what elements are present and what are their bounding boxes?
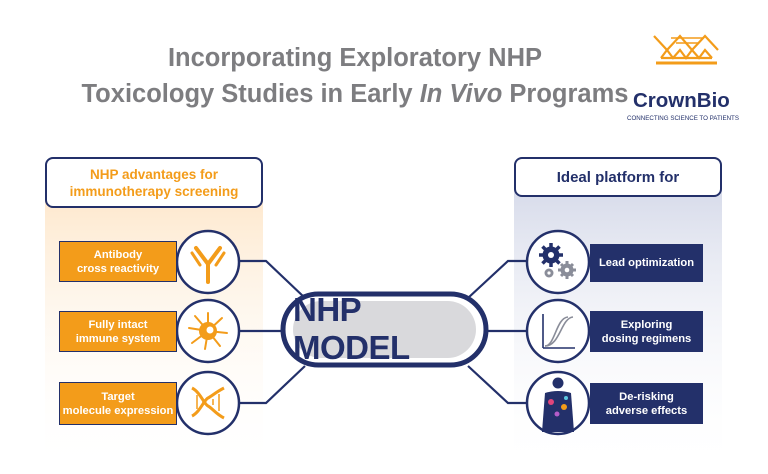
right-item-dosing-regimens: Exploring dosing regimens	[590, 311, 703, 352]
logo-tagline: CONNECTING SCIENCE TO PATIENTS	[627, 115, 739, 122]
right-item-adverse-line1: De-risking	[619, 390, 674, 403]
right-heading-text: Ideal platform for	[556, 168, 680, 186]
left-item-target-expression: Target molecule expression	[59, 382, 177, 425]
left-heading-line2: immunotherapy screening	[69, 183, 239, 199]
right-item-adverse-line2: adverse effects	[605, 404, 688, 417]
human-body-icon	[542, 377, 574, 432]
dose-curve-icon-circle	[525, 298, 591, 364]
right-item-adverse-effects: De-risking adverse effects	[590, 383, 703, 424]
connector-left-1	[240, 259, 306, 299]
left-item-immune-system: Fully intact immune system	[59, 311, 177, 352]
crown-icon	[653, 34, 719, 65]
center-node-label: NHP MODEL	[293, 291, 410, 366]
left-item-immune-line2: immune system	[75, 332, 161, 345]
title-line2-prefix: Toxicology Studies in Early	[81, 80, 420, 108]
left-item-target-line1: Target	[101, 390, 135, 403]
left-heading-line1: NHP advantages for	[89, 166, 219, 182]
left-item-immune-line1: Fully intact	[88, 318, 148, 331]
antibody-icon	[190, 246, 226, 284]
title-line2-suffix: Programs	[502, 80, 629, 108]
dna-icon-circle	[175, 370, 241, 436]
left-item-target-line2: molecule expression	[62, 404, 174, 417]
logo-name: CrownBio	[633, 89, 730, 112]
right-item-lead-optimization: Lead optimization	[590, 244, 703, 282]
left-panel-heading: NHP advantages for immunotherapy screeni…	[45, 157, 263, 208]
left-item-antibody-line2: cross reactivity	[76, 262, 160, 275]
right-item-dosing-line1: Exploring	[620, 318, 673, 331]
connector-right-1	[467, 259, 534, 299]
title-line2-italic: In Vivo	[419, 80, 503, 108]
page-title-line1: Incorporating Exploratory NHP	[167, 44, 543, 72]
dna-icon	[191, 386, 225, 420]
center-node-inner	[293, 301, 476, 358]
right-panel-heading: Ideal platform for	[514, 157, 722, 197]
connector-left-3	[240, 365, 306, 405]
right-item-lead-line1: Lead optimization	[598, 257, 695, 269]
left-item-antibody: Antibody cross reactivity	[59, 241, 177, 282]
immune-cell-icon	[188, 312, 228, 350]
right-item-dosing-line2: dosing regimens	[601, 332, 692, 345]
left-item-antibody-line1: Antibody	[93, 248, 143, 261]
dose-curve-icon	[542, 314, 575, 349]
page-title-line2: Toxicology Studies in Early In Vivo Prog…	[0, 80, 710, 109]
connector-right-3	[467, 365, 534, 405]
gears-icon	[539, 243, 576, 279]
